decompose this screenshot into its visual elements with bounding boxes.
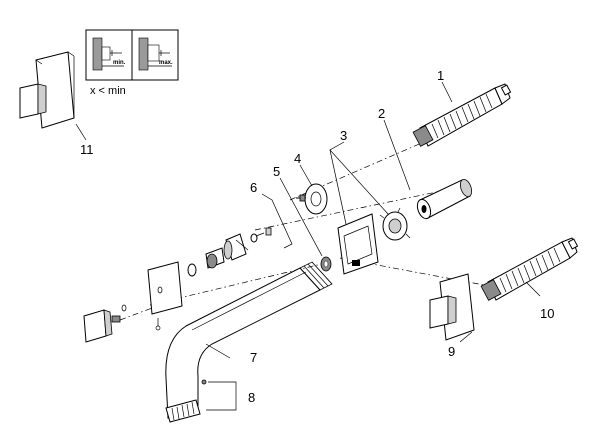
part-11-escutcheon	[19, 51, 75, 129]
inset-max-label: max.	[159, 60, 173, 66]
callout-9: 9	[448, 344, 455, 359]
inset-max-panel: max.	[138, 37, 173, 71]
part-10-valve-cartridge	[480, 237, 579, 301]
part-7-spout	[165, 261, 333, 419]
inset-condition-text: x < min	[90, 85, 126, 97]
part-2-sleeve	[416, 178, 473, 220]
callout-1: 1	[437, 68, 444, 83]
callout-2: 2	[378, 106, 385, 121]
callout-10: 10	[540, 306, 554, 321]
callout-numbers: 1 2 3 4 5 6 7 8 9 10 11	[80, 68, 554, 405]
part-3-mounting-plate	[337, 207, 411, 275]
callout-11: 11	[80, 142, 94, 157]
part-8-aerator	[165, 379, 207, 423]
callout-5: 5	[273, 164, 280, 179]
inset-min-panel: min.	[92, 37, 126, 71]
spout-wall-plate	[147, 261, 183, 315]
leader-lines	[75, 81, 541, 411]
callout-4: 4	[294, 151, 301, 166]
callout-3: 3	[340, 128, 347, 143]
part-1-valve-cartridge	[412, 83, 512, 147]
left-end-cap	[83, 304, 161, 343]
installation-depth-inset: min. max. x < min	[85, 29, 179, 97]
part-6-fixing-set	[187, 227, 272, 277]
inset-min-label: min.	[113, 60, 126, 66]
callout-8: 8	[248, 390, 255, 405]
callout-7: 7	[250, 350, 257, 365]
part-4-wall-flange	[296, 183, 328, 215]
callout-6: 6	[250, 180, 257, 195]
part-5-seal-ring	[320, 256, 332, 272]
part-9-escutcheon	[429, 273, 475, 341]
